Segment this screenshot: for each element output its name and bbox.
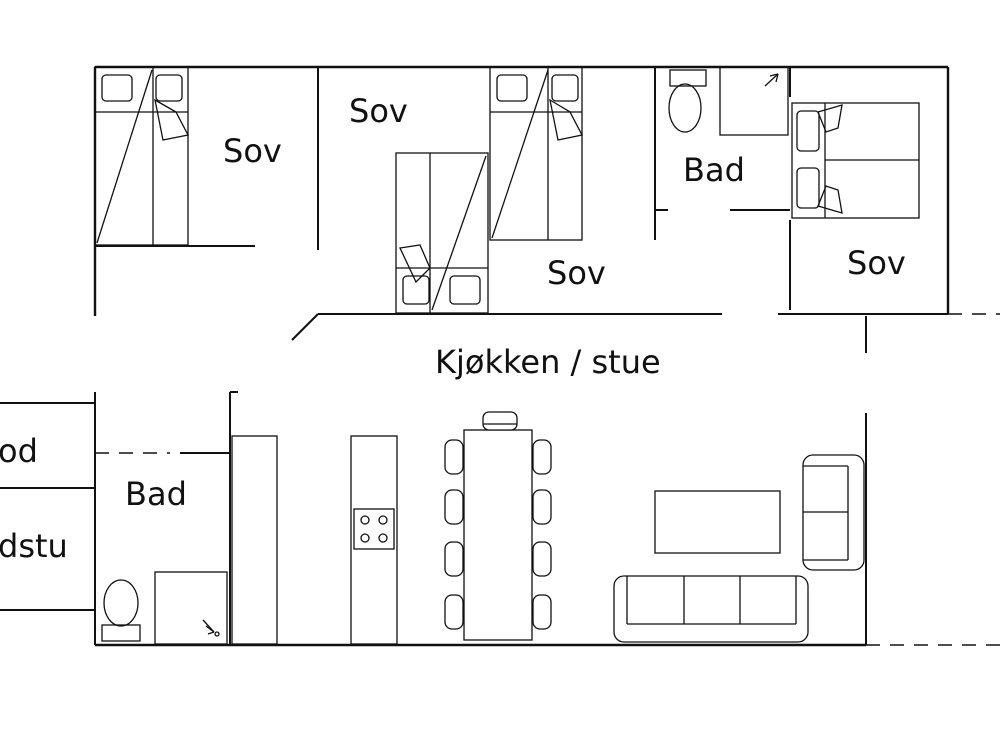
walls xyxy=(0,65,950,647)
room-label-partial: dstu xyxy=(0,527,68,565)
toilet-icon xyxy=(668,69,707,133)
room-label-kitchen-living: Kjøkken / stue xyxy=(435,343,661,381)
room-label-bad: Bad xyxy=(125,475,187,513)
kitchen-island xyxy=(350,435,398,645)
double-bed-icon xyxy=(791,102,920,219)
shower-icon xyxy=(154,571,228,645)
room-label-sov: Sov xyxy=(847,244,906,282)
stove-icon xyxy=(360,515,388,543)
shower-icon xyxy=(719,66,789,136)
armchair-icon xyxy=(802,454,865,571)
room-label-sov: Sov xyxy=(223,132,282,170)
room-label-sov: Sov xyxy=(547,254,606,292)
dashed-lines xyxy=(0,313,1000,646)
bed-icon xyxy=(489,66,583,241)
toilet-icon xyxy=(101,579,141,642)
room-label-bad: Bad xyxy=(683,151,745,189)
bed-icon xyxy=(94,66,189,246)
sofa-icon xyxy=(613,575,809,643)
room-label-sov: Sov xyxy=(349,92,408,130)
room-label-partial: od xyxy=(0,432,38,470)
room-labels: Sov Sov Sov Sov Bad Bad Kjøkken / stue o… xyxy=(0,92,906,565)
bed-icon xyxy=(395,152,489,314)
coffee-table xyxy=(654,490,781,554)
dining-table xyxy=(463,411,533,641)
dining-chairs xyxy=(444,439,552,630)
kitchen-counter xyxy=(231,435,278,645)
